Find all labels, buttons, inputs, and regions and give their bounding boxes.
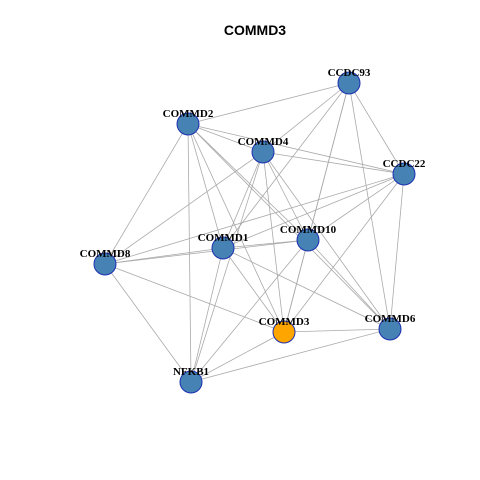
node-commd4[interactable]	[251, 140, 275, 164]
edge-commd4-nfkb1	[190, 151, 264, 383]
node-commd3[interactable]	[272, 320, 296, 344]
edge-commd3-commd6	[283, 328, 391, 333]
edge-commd4-commd6	[262, 151, 391, 330]
edge-ccdc22-commd10	[307, 173, 405, 241]
edge-commd1-commd3	[222, 247, 285, 333]
node-label-commd2: COMMD2	[163, 108, 214, 120]
node-label-ccdc93: CCDC93	[328, 67, 371, 79]
node-label-commd1: COMMD1	[198, 232, 249, 244]
edge-commd2-commd1	[187, 123, 224, 249]
node-commd10[interactable]	[296, 228, 320, 252]
node-label-commd4: COMMD4	[238, 136, 289, 148]
node-label-commd3: COMMD3	[259, 316, 310, 328]
edge-commd2-commd6	[187, 123, 391, 330]
node-layer	[93, 71, 416, 394]
edge-ccdc93-commd1	[222, 82, 350, 249]
graph-title: COMMD3	[224, 22, 286, 38]
edge-commd2-ccdc22	[187, 123, 405, 175]
edge-ccdc93-commd4	[262, 82, 350, 153]
node-nfkb1[interactable]	[179, 370, 203, 394]
edge-ccdc93-ccdc22	[348, 82, 405, 175]
edge-commd8-commd3	[104, 263, 285, 333]
edge-commd2-nfkb1	[187, 123, 192, 383]
edge-commd2-commd8	[104, 123, 189, 265]
edge-commd10-commd6	[307, 239, 391, 330]
edge-ccdc22-commd3	[283, 173, 405, 333]
node-label-ccdc22: CCDC22	[383, 158, 426, 170]
edge-commd6-nfkb1	[190, 328, 391, 383]
node-commd8[interactable]	[93, 252, 117, 276]
edge-layer	[104, 82, 405, 383]
edge-commd2-commd4	[187, 123, 264, 153]
edge-commd8-nfkb1	[104, 263, 192, 383]
edge-commd10-nfkb1	[190, 239, 309, 383]
edge-commd4-commd8	[104, 151, 264, 265]
edge-commd4-commd3	[262, 151, 285, 333]
edge-commd4-commd10	[262, 151, 309, 241]
node-commd6[interactable]	[378, 317, 402, 341]
edge-commd10-commd8	[104, 239, 309, 265]
edge-commd10-commd3	[283, 239, 309, 333]
node-label-commd6: COMMD6	[365, 313, 416, 325]
edge-commd4-ccdc22	[262, 151, 405, 175]
edge-commd1-nfkb1	[190, 247, 224, 383]
edge-ccdc22-commd8	[104, 173, 405, 265]
node-label-commd10: COMMD10	[280, 224, 337, 236]
edge-commd2-commd10	[187, 123, 309, 241]
edge-commd1-commd6	[222, 247, 391, 330]
edge-ccdc93-commd2	[187, 82, 350, 125]
edge-ccdc22-commd6	[389, 173, 405, 330]
node-ccdc22[interactable]	[392, 162, 416, 186]
node-label-nfkb1: NFKB1	[173, 366, 209, 378]
edge-ccdc93-commd6	[348, 82, 391, 330]
edge-commd4-commd1	[222, 151, 264, 249]
node-ccdc93[interactable]	[337, 71, 361, 95]
node-commd1[interactable]	[211, 236, 235, 260]
edge-commd3-nfkb1	[190, 331, 285, 383]
edge-commd2-commd3	[187, 123, 285, 333]
edge-ccdc22-commd1	[222, 173, 405, 249]
node-label-commd8: COMMD8	[80, 248, 131, 260]
node-commd2[interactable]	[176, 112, 200, 136]
